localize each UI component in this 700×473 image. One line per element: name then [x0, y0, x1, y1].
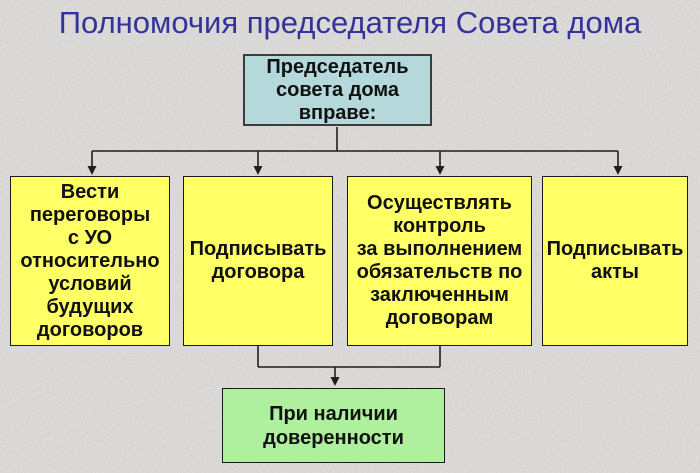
note-box-power-of-attorney: При наличии доверенности — [222, 388, 445, 463]
page-title: Полномочия председателя Совета дома — [58, 5, 642, 40]
arrowhead-2 — [253, 166, 263, 175]
power-box-control: Осуществлять контроль за выполнением обя… — [347, 176, 532, 346]
power-box-sign-contracts: Подписывать договора — [183, 176, 333, 346]
root-box-chairman-rights: Председатель совета дома вправе: — [243, 54, 432, 126]
arrowhead-note — [330, 377, 340, 386]
power-box-negotiations: Вести переговоры с УО относительно услов… — [10, 176, 170, 346]
power-box-sign-acts: Подписывать акты — [542, 176, 688, 346]
arrowhead-3 — [435, 166, 445, 175]
arrowhead-4 — [613, 166, 623, 175]
arrowhead-1 — [87, 166, 97, 175]
